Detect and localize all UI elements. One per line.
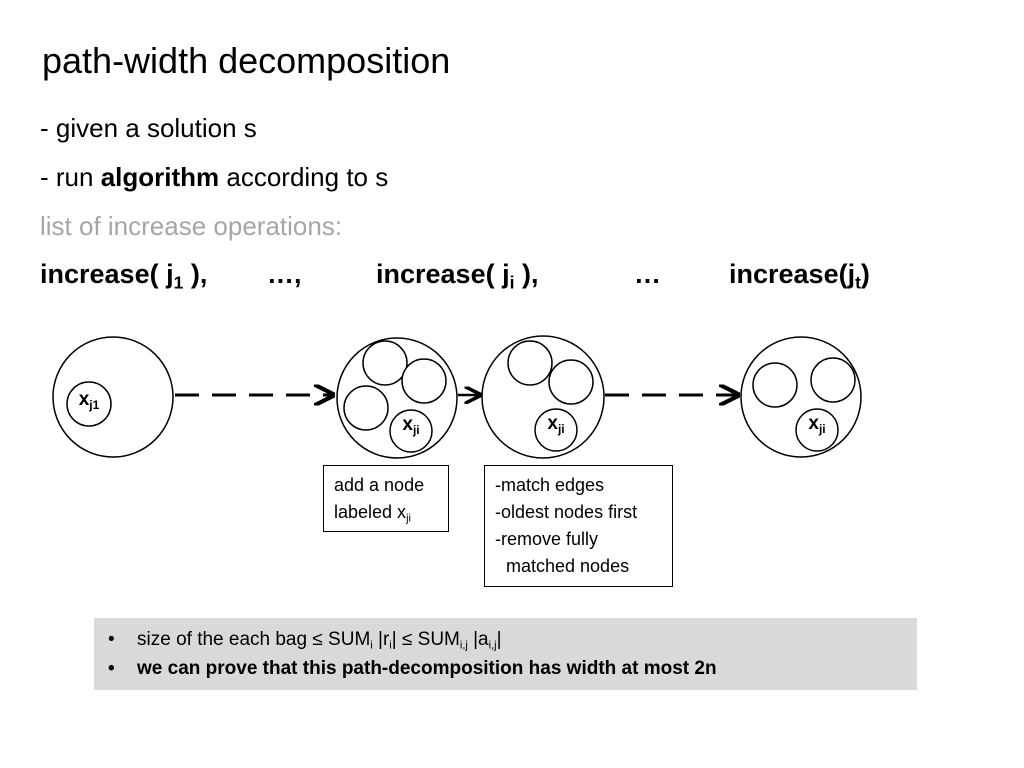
summary-width-claim: • we can prove that this path-decomposit… xyxy=(108,654,917,683)
bag-2-node-c xyxy=(343,385,389,431)
bag-2-node-xji xyxy=(389,409,433,453)
op-ellipsis-1: …, xyxy=(267,259,302,289)
list-heading: list of increase operations: xyxy=(40,211,343,241)
op-ellipsis-2: … xyxy=(634,259,661,289)
bag-3-node-b xyxy=(548,359,594,405)
algorithm-word: algorithm xyxy=(100,162,220,192)
label-xji-bag3: xji xyxy=(547,413,565,437)
bag-1-node-xj1 xyxy=(66,381,112,427)
match-line1: -match edges xyxy=(495,475,605,495)
add-node-line1: add a node xyxy=(334,475,425,495)
op-increase-ji: increase( ji ), xyxy=(376,259,539,293)
bag-4-node-b xyxy=(810,357,856,403)
run-suffix: according to s xyxy=(219,162,389,192)
op-increase-j1: increase( j1 ), xyxy=(40,259,208,293)
summary-bag-size: • size of the each bag ≤ SUMi |ri| ≤ SUM… xyxy=(108,625,917,654)
bag-1 xyxy=(52,336,174,458)
match-line3: -remove fully xyxy=(495,529,599,549)
bullet-given-solution: - given a solution s xyxy=(40,113,257,143)
label-xj1: xj1 xyxy=(78,389,100,413)
label-xji-bag4: xji xyxy=(808,413,826,437)
bullet-run-algorithm: - run algorithm according to s xyxy=(40,162,388,193)
increase-operations-row: increase( j1 ), …, increase( ji ), … inc… xyxy=(40,259,940,299)
match-line2: -oldest nodes first xyxy=(495,502,638,522)
match-line4: matched nodes xyxy=(506,556,630,576)
bag-3-node-xji xyxy=(534,408,578,452)
bullet-dot: • xyxy=(108,629,115,650)
match-edges-callout: -match edges -oldest nodes first -remove… xyxy=(484,465,673,587)
bag-3-node-a xyxy=(507,340,553,386)
op-increase-jt: increase(jt) xyxy=(729,259,870,293)
label-xji-bag2: xji xyxy=(402,414,420,438)
slide-title: path-width decomposition xyxy=(42,40,451,81)
add-node-line2: labeled xji xyxy=(334,502,411,525)
bag-4-node-xji xyxy=(795,408,839,452)
bag-2-node-b xyxy=(401,358,447,404)
bag-4-node-a xyxy=(752,362,798,408)
summary-panel: • size of the each bag ≤ SUMi |ri| ≤ SUM… xyxy=(94,618,917,690)
add-node-callout: add a node labeled xji xyxy=(323,465,449,532)
run-prefix: - run xyxy=(40,162,101,192)
bullet-dot: • xyxy=(108,658,115,679)
bag-2-node-a xyxy=(362,340,408,386)
